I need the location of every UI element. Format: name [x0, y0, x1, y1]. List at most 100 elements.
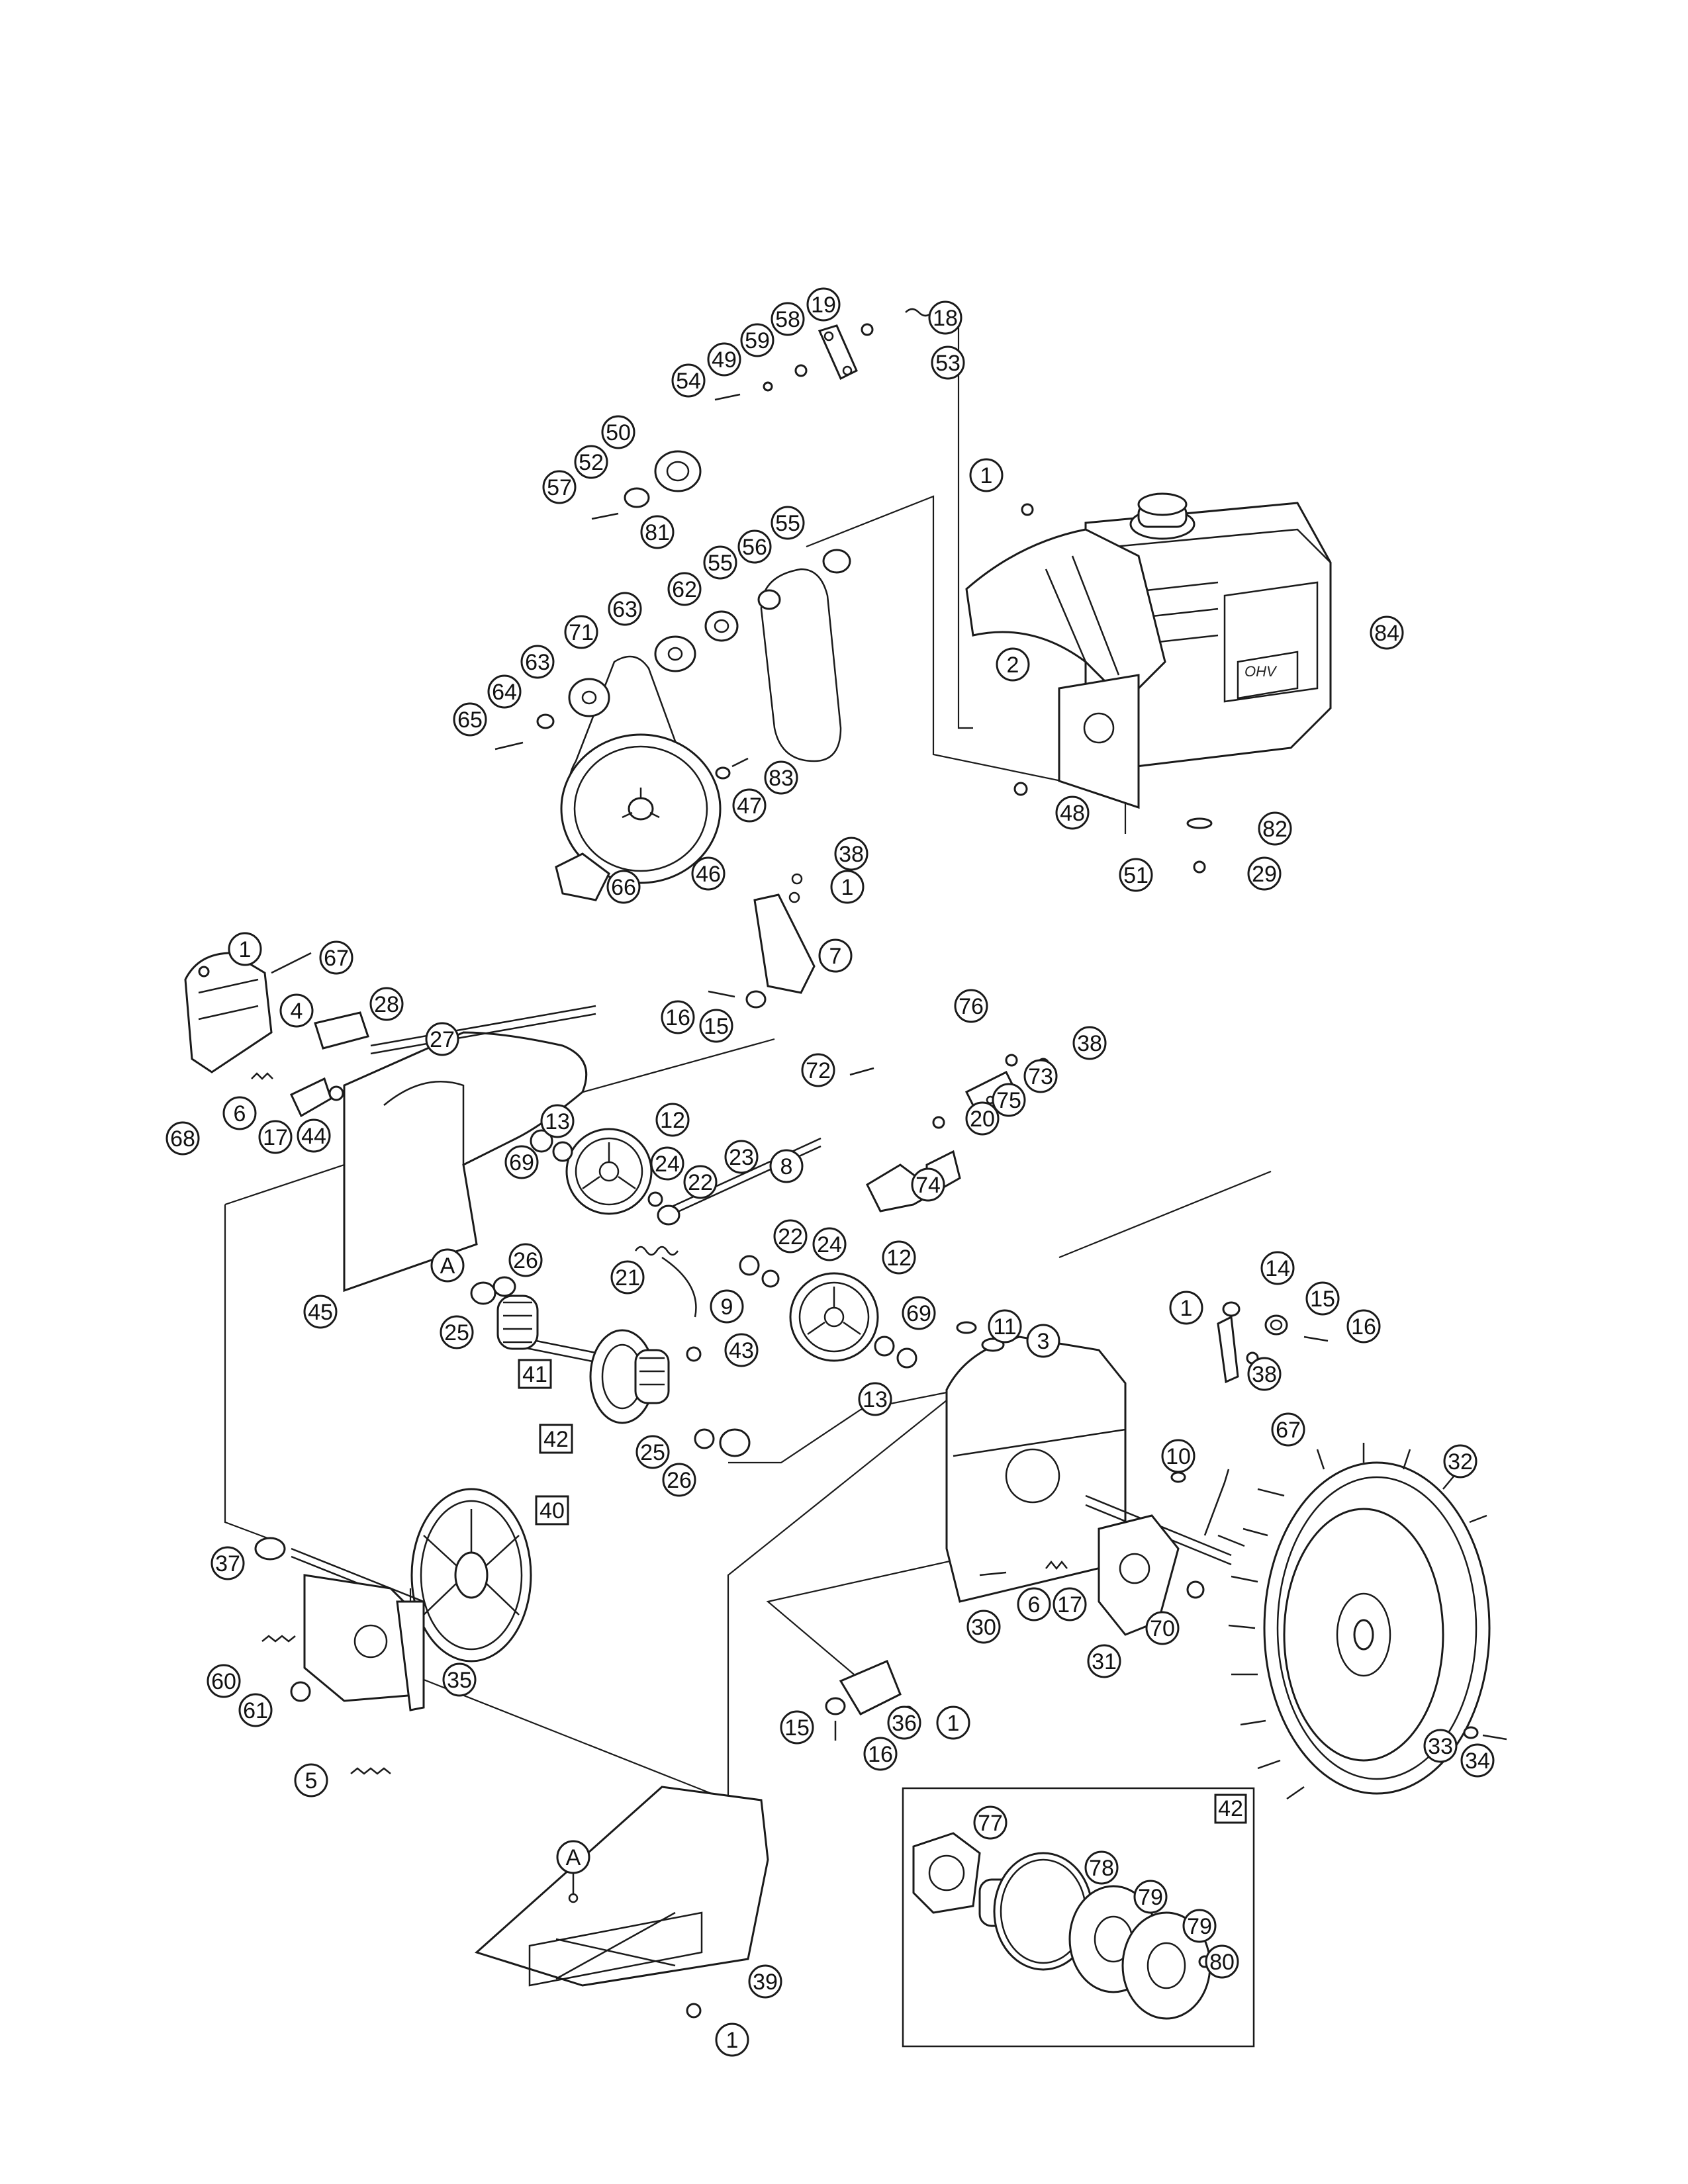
part-callout-5: 5 [294, 1763, 328, 1797]
engine-mount-plate [1058, 674, 1140, 809]
idler-bracket [818, 324, 858, 381]
part-callout-27: 27 [425, 1022, 459, 1056]
part-callout-7: 7 [818, 938, 853, 973]
part-number-text: 25 [444, 1320, 469, 1345]
part-number-text: 61 [243, 1698, 268, 1723]
part-number-text: 10 [1166, 1444, 1191, 1469]
part-number-text: 44 [301, 1124, 326, 1149]
part-number-text: 39 [753, 1970, 778, 1995]
part-number-text: 17 [263, 1125, 288, 1150]
part-number-text: 24 [817, 1232, 842, 1257]
part-callout-A: A [556, 1840, 590, 1874]
part-callout-1: 1 [830, 870, 865, 904]
part-number-text: 38 [1252, 1362, 1277, 1387]
friction-wheel-assembly [470, 1276, 751, 1457]
idler-pulley [624, 450, 702, 508]
part-callout-84: 84 [1370, 615, 1404, 650]
part-callout-47: 47 [732, 788, 767, 823]
part-number-text: 50 [606, 420, 631, 445]
engine-logo: OHV [1244, 663, 1278, 680]
part-callout-52: 52 [574, 445, 608, 479]
right-side-frame [945, 1321, 1127, 1603]
part-callout-43: 43 [724, 1333, 759, 1367]
part-callout-55: 55 [703, 545, 737, 580]
part-number-text: 63 [612, 597, 637, 622]
part-callout-1: 1 [969, 458, 1004, 492]
part-callout-34: 34 [1460, 1743, 1495, 1778]
part-callout-16: 16 [661, 1000, 695, 1034]
part-callout-44: 44 [297, 1118, 331, 1153]
part-number-text: 67 [1276, 1418, 1301, 1443]
part-number-text: 75 [996, 1088, 1021, 1113]
assembly-guide-lines [224, 323, 1272, 1801]
shift-lever-right [1217, 1301, 1329, 1384]
part-callout-75: 75 [992, 1083, 1026, 1117]
tire-wheel [1217, 1443, 1507, 1800]
part-number-text: 65 [457, 707, 483, 733]
part-callout-46: 46 [691, 856, 726, 891]
belt-cover [965, 528, 1166, 704]
part-number-text: 48 [1060, 801, 1085, 826]
part-number-text: 73 [1028, 1064, 1053, 1089]
part-callout-38: 38 [1072, 1026, 1107, 1060]
part-callout-13: 13 [540, 1104, 575, 1138]
part-callout-40: 40 [535, 1495, 569, 1525]
part-callout-37: 37 [211, 1546, 245, 1580]
part-number-text: 14 [1265, 1256, 1290, 1281]
left-side-cover [184, 952, 312, 1073]
part-number-text: 26 [667, 1468, 692, 1493]
part-number-text: 36 [892, 1711, 917, 1736]
part-number-text: 38 [1077, 1031, 1102, 1056]
part-callout-8: 8 [769, 1149, 804, 1183]
part-callout-31: 31 [1087, 1644, 1121, 1678]
part-callout-49: 49 [707, 342, 741, 377]
part-number-text: 7 [829, 944, 842, 969]
part-number-text: 19 [811, 293, 836, 318]
part-number-text: 11 [993, 1314, 1016, 1340]
part-callout-67: 67 [1271, 1412, 1305, 1447]
part-callout-56: 56 [737, 529, 772, 564]
part-number-text: 58 [775, 307, 800, 332]
part-callout-73: 73 [1023, 1059, 1058, 1093]
part-callout-80: 80 [1205, 1944, 1239, 1979]
part-callout-12: 12 [882, 1240, 916, 1275]
part-callout-4: 4 [279, 993, 314, 1028]
part-number-text: 9 [721, 1295, 733, 1320]
part-callout-35: 35 [442, 1662, 477, 1697]
axle-shaft [647, 1137, 821, 1288]
part-number-text: 35 [447, 1668, 472, 1693]
part-number-text: A [566, 1845, 581, 1870]
part-number-text: 68 [170, 1126, 195, 1152]
left-shaft-parts [251, 1005, 596, 1118]
part-callout-18: 18 [928, 300, 962, 335]
part-number-text: 51 [1123, 863, 1149, 888]
part-callout-48: 48 [1055, 796, 1090, 830]
part-callout-53: 53 [931, 345, 965, 380]
part-callout-6: 6 [222, 1096, 257, 1130]
part-callout-1: 1 [1169, 1291, 1203, 1325]
part-number-text: 70 [1150, 1616, 1175, 1641]
part-callout-20: 20 [965, 1101, 1000, 1136]
part-number-text: 54 [676, 369, 701, 394]
part-callout-60: 60 [207, 1664, 241, 1698]
part-number-text: 28 [374, 992, 399, 1017]
part-callout-12: 12 [655, 1103, 690, 1137]
part-callout-57: 57 [542, 470, 577, 504]
part-number-text: 37 [215, 1551, 240, 1576]
part-callout-67: 67 [319, 940, 353, 975]
part-number-text: 79 [1138, 1885, 1163, 1910]
part-number-text: 13 [545, 1109, 570, 1134]
part-callout-16: 16 [863, 1737, 898, 1771]
torsion-spring [634, 1246, 697, 1318]
part-number-text: 63 [525, 650, 550, 675]
part-number-text: 79 [1187, 1914, 1212, 1939]
part-callout-A: A [430, 1248, 465, 1283]
part-number-text: 72 [806, 1058, 831, 1083]
part-callout-50: 50 [601, 415, 635, 449]
part-callout-19: 19 [806, 287, 841, 322]
part-number-text: 69 [509, 1150, 534, 1175]
part-number-text: 5 [305, 1768, 318, 1794]
part-number-text: 6 [234, 1101, 246, 1126]
part-callout-61: 61 [238, 1693, 273, 1727]
